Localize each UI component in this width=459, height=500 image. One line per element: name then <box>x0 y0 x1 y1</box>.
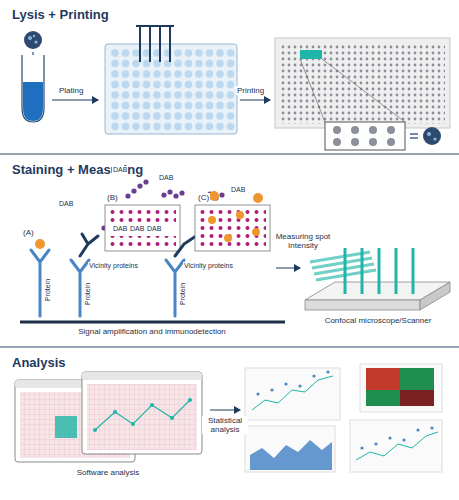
reagent-label: DAB <box>230 186 246 194</box>
reagent-label: DAB <box>58 200 74 208</box>
device-label: Confocal microscope/Scanner <box>324 316 433 325</box>
reagent-label: DAB <box>112 166 128 174</box>
protein-label: Protein <box>84 282 92 306</box>
printing-arrow <box>240 100 270 101</box>
section-band: Lysis + Printing <box>0 0 459 154</box>
measuring-arrow <box>276 268 300 269</box>
reagent-label: DAB <box>146 225 162 233</box>
antibody-c <box>166 236 196 316</box>
protein-label: Protein <box>179 282 187 306</box>
plating-arrow <box>52 100 98 101</box>
well-plate <box>105 26 237 134</box>
box-caption: Vicinity proteins <box>183 262 234 270</box>
software-window-front <box>82 372 202 454</box>
panel-letter: (C) <box>197 193 210 202</box>
vicinity-box-c <box>195 191 270 251</box>
scanner <box>305 248 450 310</box>
label-dot <box>35 239 45 249</box>
reagent-label: DAB <box>112 225 128 233</box>
amplification-bar <box>20 321 285 324</box>
result-charts <box>245 364 442 472</box>
box-caption: Vicinity proteins <box>88 262 139 270</box>
panel-letter: (B) <box>106 193 119 202</box>
printed-slide <box>275 38 450 150</box>
lysis-tube <box>22 31 44 122</box>
bar-caption: Signal amplification and immunodetection <box>77 327 227 336</box>
window-caption: Software analysis <box>76 468 141 477</box>
section-heading: Lysis + Printing <box>12 7 109 22</box>
vicinity-box-b <box>105 205 180 251</box>
analysis-arrow <box>210 410 240 411</box>
protein-label: Protein <box>44 278 52 302</box>
section-dividers <box>0 154 459 347</box>
panel-letter: (A) <box>22 228 35 237</box>
antibody-b <box>71 234 98 316</box>
step-label: Statistical analysis <box>202 416 248 434</box>
reagent-label: DAB <box>158 174 174 182</box>
section-heading: Analysis <box>12 355 65 370</box>
step-label: Measuring spot Intensity <box>274 232 332 250</box>
step-label: Printing <box>236 86 265 95</box>
reagent-label: DAB <box>129 225 145 233</box>
step-label: Plating <box>58 86 84 95</box>
